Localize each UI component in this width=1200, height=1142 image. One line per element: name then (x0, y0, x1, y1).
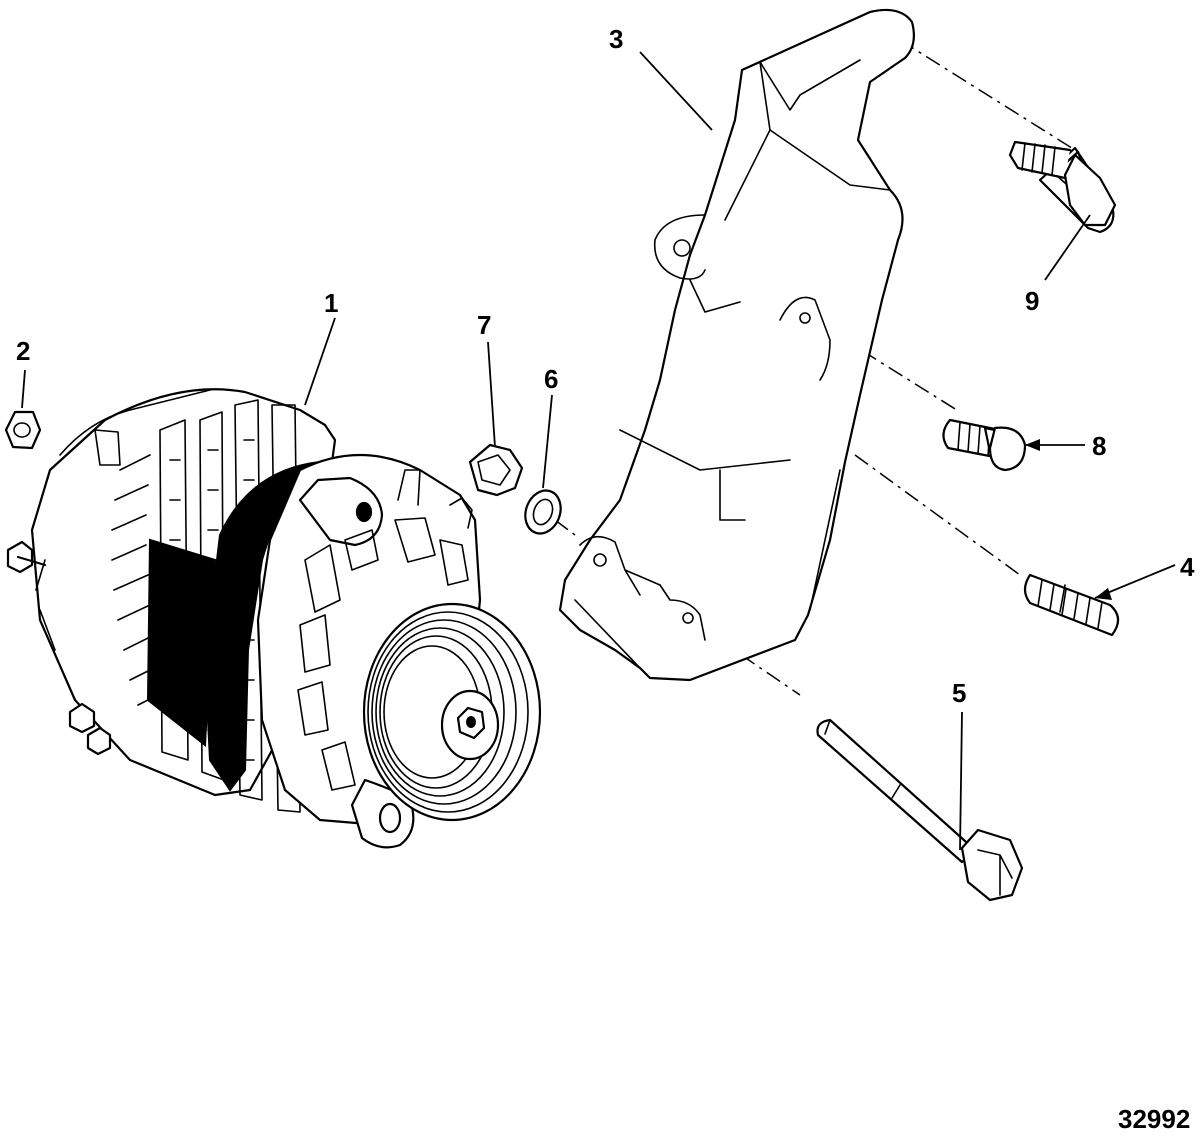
pulley (362, 602, 542, 822)
callout-3: 3 (609, 24, 623, 54)
callout-6: 6 (544, 364, 558, 394)
callout-2: 2 (16, 336, 30, 366)
nut (4, 410, 42, 450)
callout-8: 8 (1092, 431, 1106, 461)
short-bolt (942, 418, 1027, 472)
leader-lines (21, 51, 1176, 851)
callout-labels: 1 2 3 4 5 6 7 8 9 32992 (16, 24, 1195, 1134)
callout-7: 7 (477, 310, 491, 340)
spacer-nut (468, 443, 524, 497)
mounting-bracket (558, 8, 915, 682)
alternator (6, 388, 542, 849)
callout-5: 5 (952, 678, 966, 708)
stud (1023, 573, 1120, 637)
callout-9: 9 (1025, 286, 1039, 316)
figure-id: 32992 (1118, 1104, 1190, 1134)
callout-1: 1 (324, 288, 338, 318)
washer (524, 489, 562, 535)
bracket-bolt (1008, 140, 1117, 234)
callout-4: 4 (1180, 552, 1195, 582)
long-bolt (816, 718, 1024, 902)
